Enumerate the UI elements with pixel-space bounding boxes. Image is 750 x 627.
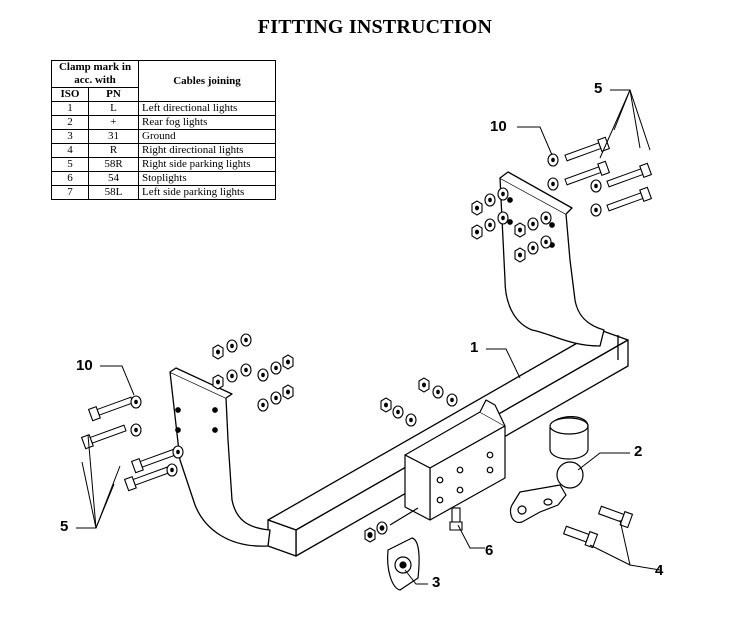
- left-mounting-bracket: [169, 367, 271, 547]
- page-title: FITTING INSTRUCTION: [257, 16, 493, 38]
- receiver-block: [404, 399, 506, 521]
- callout-10-left: 10: [76, 357, 93, 374]
- callout-4: 4: [655, 562, 664, 579]
- right-mounting-bracket: [499, 171, 605, 347]
- ball-bolts: [562, 505, 634, 549]
- callout-3: 3: [432, 574, 441, 591]
- tow-ball-assembly: [509, 416, 589, 524]
- header-pn: PN: [88, 87, 139, 102]
- cell-cable: Right side parking lights: [138, 157, 276, 172]
- wiring-table: Clamp mark in acc. with Cables joining I…: [51, 60, 276, 200]
- callout-5-bottom: 5: [60, 518, 69, 535]
- header-clamp-mark: Clamp mark in acc. with: [51, 60, 139, 88]
- callout-1: 1: [470, 339, 479, 356]
- leader-lines: [76, 89, 661, 585]
- receiver-bolt: [449, 507, 463, 531]
- cell-cable: Left side parking lights: [138, 185, 276, 200]
- callout-5-top: 5: [594, 80, 603, 97]
- socket-plate: [364, 507, 420, 591]
- callout-2: 2: [634, 443, 643, 460]
- table-row: 2+Rear fog lights: [51, 115, 276, 130]
- callout-6: 6: [485, 542, 494, 559]
- callout-10-top: 10: [490, 118, 507, 135]
- cell-pn: 58R: [88, 157, 139, 172]
